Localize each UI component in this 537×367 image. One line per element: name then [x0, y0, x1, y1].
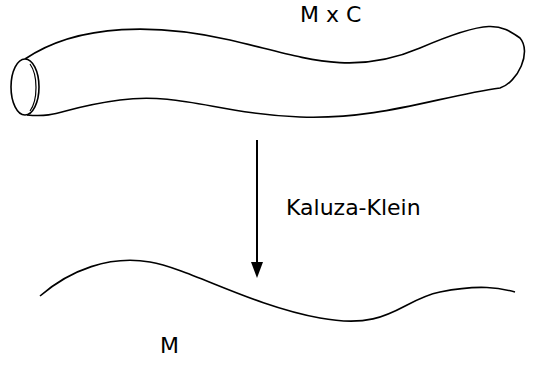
space-label: M x C — [300, 3, 361, 27]
map-label: Kaluza-Klein — [286, 196, 421, 220]
tube-end-circle — [11, 59, 39, 115]
base-label: M — [160, 334, 179, 358]
tube-surface — [25, 26, 524, 117]
base-manifold-line — [40, 260, 515, 321]
tube-end-inner — [30, 64, 36, 111]
projection-arrow — [256, 140, 258, 266]
arrow-head — [251, 262, 263, 278]
